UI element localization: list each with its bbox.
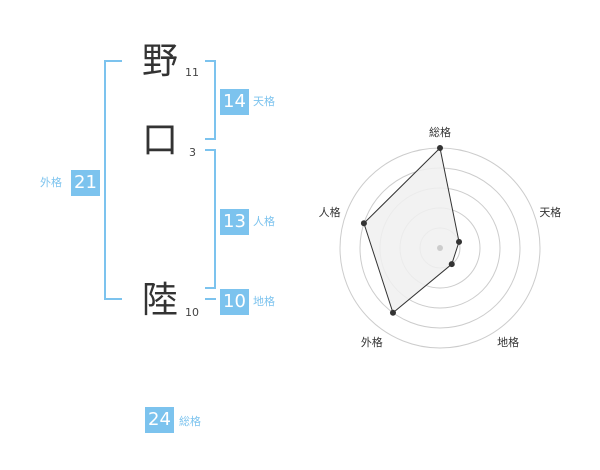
jinkaku-label: 人格 [253,215,275,228]
name-char-2: 口 [142,120,179,161]
radar-axis-label-3: 外格 [361,335,383,349]
jinkaku-value-badge: 13 [220,209,249,235]
radar-point-2 [448,261,455,268]
radar-axis-label-4: 人格 [319,205,341,219]
radar-axis-label-1: 天格 [539,205,561,219]
stroke-count-3: 10 [185,306,199,319]
soukaku-value-badge: 24 [145,407,174,433]
radar-axis-label-2: 地格 [497,335,519,349]
gaikaku-bracket [104,60,122,300]
chikaku-value-badge: 10 [220,289,249,315]
gaikaku-label: 外格 [40,176,62,189]
gaikaku-value-badge: 21 [71,170,100,196]
radar-center-dot [437,245,443,251]
radar-point-3 [389,309,396,316]
chikaku-bracket [205,298,216,300]
radar-point-4 [360,220,367,227]
radar-point-0 [437,145,443,151]
chikaku-label: 地格 [253,295,275,308]
stroke-count-2: 3 [189,146,196,159]
radar-axis-label-0: 総格 [429,125,451,139]
radar-data-polygon [363,146,460,314]
name-char-3: 陸 [142,280,179,321]
tenkaku-value-badge: 14 [220,89,249,115]
tenkaku-bracket [205,60,216,140]
jinkaku-bracket [205,149,216,289]
name-char-1: 野 [142,41,179,82]
soukaku-label: 総格 [179,415,201,428]
stroke-count-1: 11 [185,66,199,79]
radar-point-1 [456,238,463,245]
tenkaku-label: 天格 [253,95,275,108]
